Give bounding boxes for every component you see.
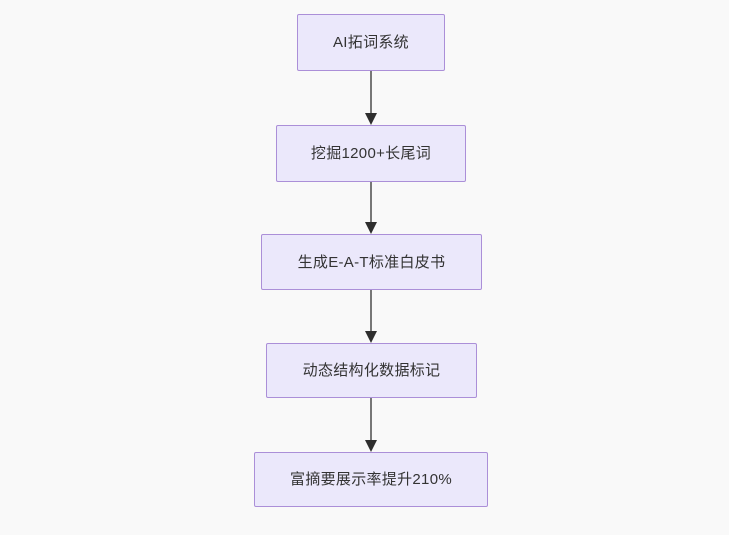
node-label: 生成E-A-T标准白皮书 (297, 253, 446, 271)
node-label: 动态结构化数据标记 (302, 362, 441, 379)
node-label: AI拓词系统 (333, 34, 409, 51)
node-label: 富摘要展示率提升210% (290, 471, 452, 488)
edge-node1-to-node2 (365, 71, 377, 125)
flowchart-node-ai-keyword-system[interactable]: AI拓词系统 (297, 14, 445, 71)
flowchart-node-rich-snippet-impression-uplift[interactable]: 富摘要展示率提升210% (254, 452, 488, 507)
flowchart-node-dynamic-structured-data-markup[interactable]: 动态结构化数据标记 (266, 343, 477, 398)
edge-node3-to-node4 (365, 290, 377, 343)
node-label: 挖掘1200+长尾词 (310, 145, 432, 162)
edge-node2-to-node3 (365, 182, 377, 234)
flowchart-node-generate-eat-whitepaper[interactable]: 生成E-A-T标准白皮书 (261, 234, 482, 290)
edge-node4-to-node5 (365, 398, 377, 452)
flowchart-node-mine-longtail-keywords[interactable]: 挖掘1200+长尾词 (276, 125, 466, 182)
